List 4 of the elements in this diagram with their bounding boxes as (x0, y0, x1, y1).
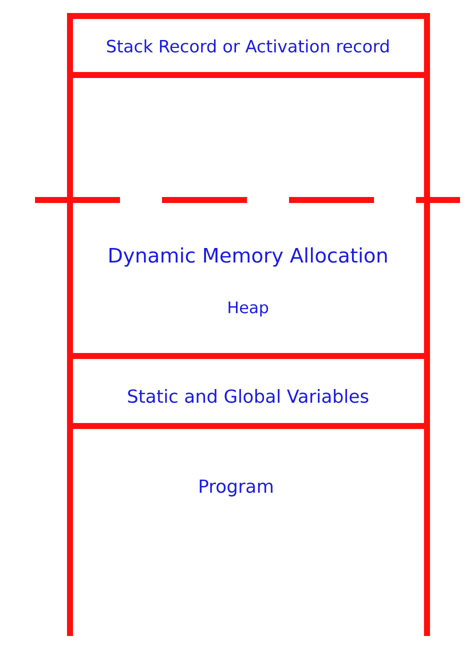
memory-region-label: Static and Global Variables (128, 389, 368, 403)
memory-region-label: Dynamic Memory Allocation Heap (110, 247, 387, 316)
memory-region-label: Stack Record or Activation record (107, 39, 389, 53)
memory-region-label: Program (200, 480, 272, 496)
